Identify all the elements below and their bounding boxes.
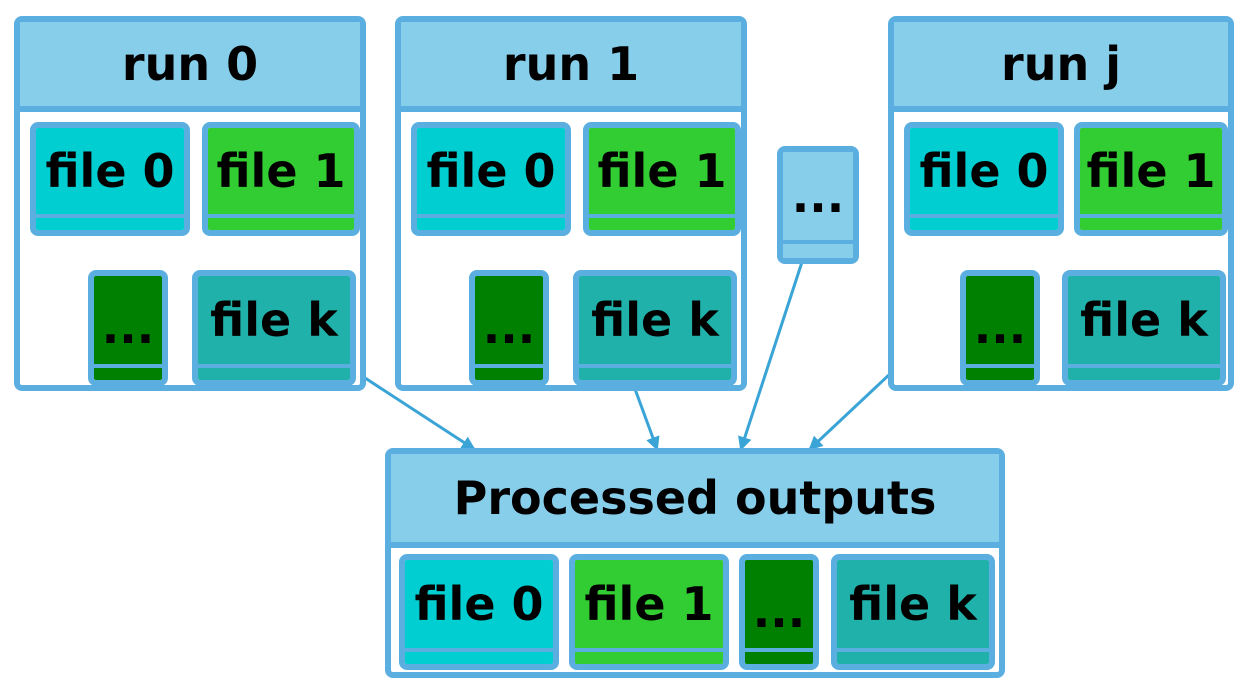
run-1-ellipsis: ... [469,270,549,386]
run-1-file-0: file 0 [411,122,571,236]
processed-file-0-label: file 0 [405,560,553,648]
processed-ellipsis: ... [739,554,819,670]
run-0-ellipsis-label: ... [94,276,162,364]
processed-file-1: file 1 [569,554,729,670]
processed-ellipsis-label: ... [745,560,813,648]
run-j-ellipsis-label: ... [966,276,1034,364]
run-1-file-1: file 1 [583,122,741,236]
run-1-panel: run 1 file 0 file 1 ... file k [395,16,747,391]
run-j-file-0: file 0 [904,122,1064,236]
arrow-more-to-processed [738,261,804,451]
run-j-file-1: file 1 [1074,122,1228,236]
arrow-runj-to-processed [808,371,893,451]
processed-file-k: file k [831,554,995,670]
run-j-title: run j [894,22,1228,112]
arrow-run0-to-processed [361,374,476,451]
processed-outputs-panel: Processed outputs file 0 file 1 ... file… [385,448,1005,678]
processed-file-k-label: file k [837,560,989,648]
run-1-file-1-label: file 1 [589,128,735,214]
processed-file-0: file 0 [399,554,559,670]
more-runs-ellipsis: ... [777,146,859,264]
run-j-file-k: file k [1062,270,1226,386]
run-1-file-k: file k [573,270,737,386]
run-0-file-1-label: file 1 [208,128,354,214]
run-0-file-0: file 0 [30,122,190,236]
run-1-file-k-label: file k [579,276,731,364]
more-runs-ellipsis-label: ... [783,152,853,240]
run-0-ellipsis: ... [88,270,168,386]
run-j-file-0-label: file 0 [910,128,1058,214]
run-0-file-1: file 1 [202,122,360,236]
processed-file-1-label: file 1 [575,560,723,648]
run-1-title: run 1 [401,22,741,112]
run-0-file-0-label: file 0 [36,128,184,214]
run-1-file-0-label: file 0 [417,128,565,214]
run-0-title: run 0 [20,22,360,112]
run-0-panel: run 0 file 0 file 1 ... file k [14,16,366,391]
run-0-file-k-label: file k [198,276,350,364]
run-j-file-k-label: file k [1068,276,1220,364]
run-j-panel: run j file 0 file 1 ... file k [888,16,1234,391]
run-1-ellipsis-label: ... [475,276,543,364]
run-0-file-k: file k [192,270,356,386]
run-j-file-1-label: file 1 [1080,128,1222,214]
arrow-run1-to-processed [633,388,660,451]
processed-outputs-title: Processed outputs [391,454,999,548]
run-j-ellipsis: ... [960,270,1040,386]
